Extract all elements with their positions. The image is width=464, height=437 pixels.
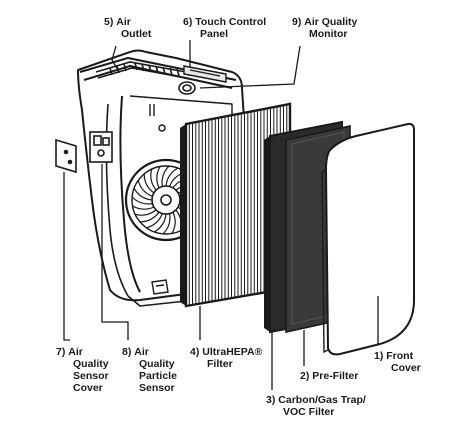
label-carbon-gas-trap-voc-filter: 3) Carbon/Gas Trap/ VOC Filter — [266, 394, 366, 418]
label-pre-filter: 2) Pre-Filter — [300, 370, 358, 382]
label-pre-filter-line1: Pre-Filter — [312, 370, 359, 382]
label-sensor-cover-line1: Air — [68, 346, 83, 358]
fan-blade — [162, 213, 171, 235]
label-carbon-line1: Carbon/Gas Trap/ — [278, 394, 366, 406]
front-cover — [321, 122, 415, 356]
fan-blade — [150, 169, 157, 191]
fan-blade — [161, 165, 170, 187]
label-ultrahepa-filter: 4) UltraHEPA® Filter — [190, 346, 262, 370]
air-quality-particle-sensor — [89, 131, 113, 163]
label-carbon-number: 3) — [266, 394, 276, 406]
label-air-outlet-line2: Outlet — [121, 28, 152, 40]
label-air-quality-monitor-number: 9) — [292, 16, 302, 28]
fan-blade — [143, 173, 155, 194]
air-quality-monitor — [178, 81, 196, 95]
leader-lines — [63, 40, 379, 390]
leader-air-quality-monitor — [199, 45, 301, 89]
label-particle-sensor-line3: Particle — [139, 370, 177, 382]
base-latch — [151, 279, 169, 295]
label-air-quality-monitor: 9) Air Quality Monitor — [292, 16, 357, 40]
label-sensor-cover-line4: Cover — [73, 382, 103, 394]
label-touch-control-line1: Touch Control — [195, 16, 267, 28]
label-touch-control-number: 6) — [183, 16, 193, 28]
label-particle-sensor-line2: Quality — [139, 358, 175, 370]
air-outlet-grille — [95, 61, 187, 79]
label-pre-filter-number: 2) — [300, 370, 310, 382]
label-sensor-cover-number: 7) — [56, 346, 66, 358]
label-carbon-line2: VOC Filter — [283, 406, 335, 418]
label-touch-control-line2: Panel — [200, 28, 229, 40]
label-front-cover-line2: Cover — [391, 362, 421, 374]
fan-blade — [139, 211, 160, 223]
label-ultrahepa-line2: Filter — [207, 358, 233, 370]
fan-blade — [146, 213, 163, 229]
fan-blade — [156, 166, 161, 189]
label-sensor-cover-line2: Quality — [73, 358, 109, 370]
fan-blade — [131, 196, 153, 205]
label-air-quality-monitor-line1: Air Quality — [304, 16, 358, 28]
label-ultrahepa-line1: UltraHEPA® — [202, 346, 263, 358]
label-front-cover: 1) Front Cover — [374, 350, 421, 374]
leader-air-outlet — [111, 45, 119, 71]
fan-blade — [165, 167, 179, 187]
touch-control-panel — [183, 65, 227, 83]
label-ultrahepa-number: 4) — [190, 346, 200, 358]
label-air-outlet-number: 5) — [104, 16, 114, 28]
fan-blade — [153, 213, 167, 233]
leader-sensor-cover — [63, 172, 70, 341]
label-air-outlet: 5) Air Outlet — [104, 16, 151, 40]
label-sensor-cover-line3: Sensor — [73, 370, 109, 382]
fan-blade — [137, 180, 153, 197]
air-quality-sensor-cover — [55, 138, 77, 174]
fan-blade — [135, 209, 157, 216]
fan-blade — [132, 205, 155, 210]
fan-blade — [171, 211, 176, 234]
label-front-cover-line1: Front — [386, 350, 414, 362]
label-particle-sensor-line1: Air — [134, 346, 149, 358]
label-front-cover-number: 1) — [374, 350, 384, 362]
label-air-quality-particle-sensor: 8) Air Quality Particle Sensor — [122, 346, 177, 394]
leader-particle-sensor — [101, 164, 129, 340]
label-air-quality-monitor-line2: Monitor — [309, 28, 348, 40]
label-air-outlet-line1: Air — [116, 16, 131, 28]
label-touch-control-panel: 6) Touch Control Panel — [183, 16, 266, 40]
label-air-quality-sensor-cover: 7) Air Quality Sensor Cover — [56, 346, 109, 394]
label-particle-sensor-number: 8) — [122, 346, 132, 358]
label-particle-sensor-line4: Sensor — [139, 382, 175, 394]
fan-blade — [133, 187, 153, 201]
